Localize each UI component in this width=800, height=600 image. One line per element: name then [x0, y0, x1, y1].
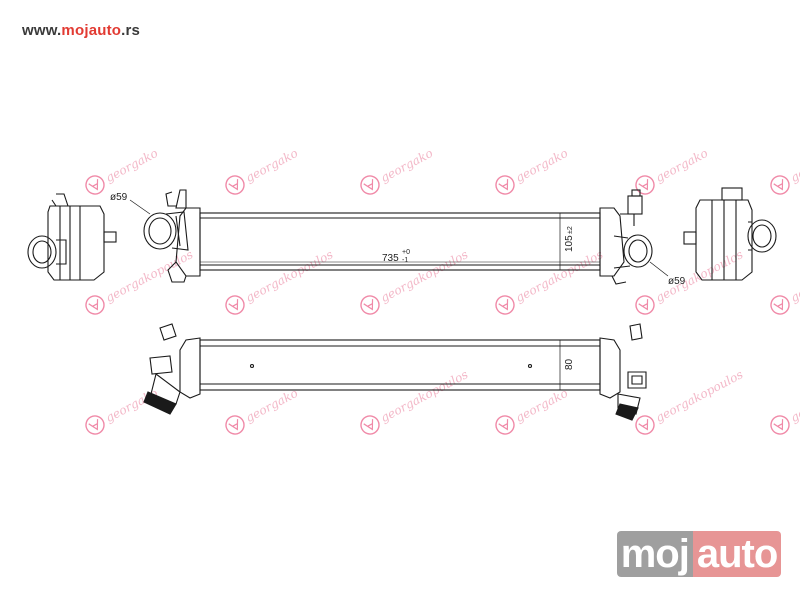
watermark-emblem-icon [770, 175, 790, 195]
watermark-emblem-icon [85, 175, 105, 195]
watermark-stamp: georgakopoulos [85, 247, 195, 315]
height-front-label: 105 [564, 235, 575, 252]
watermark-text: georgako [243, 146, 300, 185]
watermark-emblem-icon [85, 415, 105, 435]
watermark-emblem-icon [635, 295, 655, 315]
depth-label: 80 [564, 358, 575, 370]
height-front-tolerance: ±2 [567, 226, 574, 234]
watermark-text: georgako [513, 146, 570, 185]
watermark-stamp: georgako [495, 386, 570, 435]
watermark-text: georgako [788, 146, 800, 185]
right-sensor [627, 195, 643, 215]
left-inlet-pipe [143, 212, 177, 250]
right-end-tank [599, 207, 625, 277]
watermark-text: georgako [378, 146, 435, 185]
watermark-text: georgako [103, 146, 160, 185]
right-outlet-pipe [623, 234, 653, 268]
watermark-text: georgakopoulos [378, 367, 470, 425]
watermark-emblem-icon [225, 295, 245, 315]
watermark-emblem-icon [770, 415, 790, 435]
height-front-dimension: 105 ±2 [564, 226, 575, 252]
watermark-text: georgako [513, 386, 570, 425]
watermark-stamp: georgako [770, 386, 800, 435]
length-label: 735 [382, 253, 399, 264]
watermark-stamp: georgakopoulos [360, 247, 470, 315]
watermark-stamp: georgako [635, 146, 710, 195]
left-end-pipe [27, 235, 57, 269]
watermark-stamp: georgakopoulos [635, 367, 745, 435]
watermark-stamp: georgakopoulos [225, 247, 335, 315]
watermark-stamp: georgakopoulos [635, 247, 745, 315]
core-body-side [199, 339, 601, 391]
watermark-layer: georgako georgako georgako georgako georgako… [85, 146, 800, 435]
watermark-emblem-icon [495, 295, 515, 315]
watermark-text: georgako [653, 146, 710, 185]
watermark-stamp: georgakopoulos [495, 247, 605, 315]
watermark-emblem-icon [85, 295, 105, 315]
watermark-emblem-icon [635, 415, 655, 435]
outlet-diameter-label: ø59 [668, 276, 686, 287]
site-url-tld: .rs [121, 22, 141, 39]
depth-dimension: 80 [564, 358, 575, 370]
inlet-diameter-label: ø59 [110, 192, 128, 203]
watermark-emblem-icon [635, 175, 655, 195]
watermark-stamp: georgako [85, 146, 160, 195]
watermark-stamp: georgakopoulos [770, 247, 800, 315]
right-side-pipe [617, 393, 641, 415]
watermark-text: georgakopoulos [103, 247, 195, 305]
watermark-emblem-icon [360, 175, 380, 195]
watermark-stamp: georgako [360, 146, 435, 195]
core-body-top [199, 212, 601, 271]
watermark-emblem-icon [495, 415, 515, 435]
right-end-pipe [747, 219, 777, 253]
logo-part-auto: auto [692, 531, 782, 577]
left-end-view [27, 193, 117, 281]
watermark-emblem-icon [770, 295, 790, 315]
intercooler-side-view [143, 323, 647, 421]
watermark-emblem-icon [495, 175, 515, 195]
watermark-text: georgako [788, 386, 800, 425]
watermark-emblem-icon [225, 415, 245, 435]
watermark-emblem-icon [360, 295, 380, 315]
length-dimension: 735 +0 -1 [382, 249, 410, 264]
watermark-emblem-icon [225, 175, 245, 195]
watermark-text: georgako [243, 386, 300, 425]
watermark-text: georgakopoulos [243, 247, 335, 305]
length-tolerance-lower: -1 [402, 257, 408, 264]
watermark-stamp: georgako [495, 146, 570, 195]
logo-part-moj: moj [616, 531, 693, 577]
watermark-stamp: georgako [225, 146, 300, 195]
site-url-prefix: www. [22, 22, 62, 39]
watermark-text: georgakopoulos [653, 367, 745, 425]
site-url-brand: mojauto [61, 22, 122, 39]
site-url[interactable]: www.mojauto.rs [22, 22, 140, 39]
watermark-text: georgakopoulos [788, 247, 800, 305]
watermark-text: georgakopoulos [513, 247, 605, 305]
watermark-stamp: georgako [225, 386, 300, 435]
right-end-view [683, 187, 777, 281]
watermark-stamp: georgakopoulos [360, 367, 470, 435]
length-tolerance-upper: +0 [402, 249, 410, 256]
watermark-stamp: georgako [770, 146, 800, 195]
watermark-emblem-icon [360, 415, 380, 435]
intercooler-top-view [129, 189, 669, 285]
